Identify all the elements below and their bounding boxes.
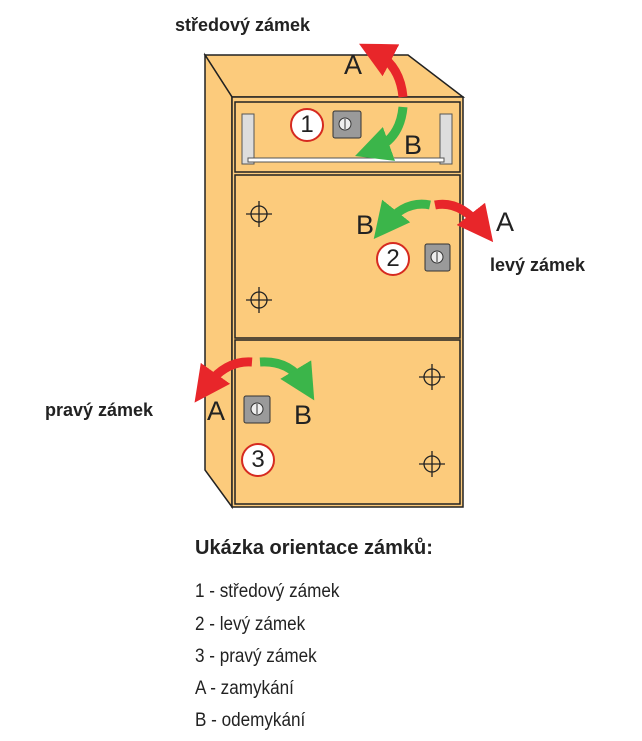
label-right-lock: pravý zámek bbox=[45, 400, 154, 420]
legend-title: Ukázka orientace zámků: bbox=[195, 537, 433, 559]
crosshair-icons bbox=[246, 201, 445, 477]
arrow-a-right bbox=[194, 357, 253, 403]
rail-left bbox=[241, 113, 255, 165]
arrow-b-left bbox=[373, 199, 431, 240]
lock-1-icon bbox=[332, 110, 362, 139]
arrow-b-center bbox=[355, 106, 408, 161]
letter-a-center: A bbox=[344, 50, 363, 80]
drawer-bottom bbox=[234, 339, 461, 505]
legend-item: 2 - levý zámek bbox=[195, 614, 306, 635]
letter-a-right: A bbox=[207, 396, 226, 426]
marker-3: 3 bbox=[241, 443, 275, 477]
lock-2-icon bbox=[424, 243, 451, 272]
legend-item: 3 - pravý zámek bbox=[195, 646, 317, 667]
arrow-a-left bbox=[434, 199, 494, 243]
cabinet-side bbox=[204, 52, 233, 510]
lock-3-icon bbox=[243, 395, 271, 424]
label-left-lock: levý zámek bbox=[490, 255, 586, 275]
letter-b-left: B bbox=[356, 210, 375, 240]
marker-1: 1 bbox=[290, 108, 324, 142]
rail-bar bbox=[247, 157, 445, 163]
letter-b-right: B bbox=[294, 400, 313, 430]
legend-item: 1 - středový zámek bbox=[195, 581, 340, 602]
legend-item: B - odemykání bbox=[195, 710, 306, 731]
letter-b-center: B bbox=[404, 130, 423, 160]
letter-a-left: A bbox=[496, 207, 515, 237]
arrow-b-right bbox=[259, 357, 315, 401]
rail-right bbox=[439, 113, 453, 165]
cabinet-top bbox=[203, 54, 466, 98]
legend-item: A - zamykání bbox=[195, 678, 294, 699]
arrow-a-center bbox=[359, 43, 408, 98]
marker-2: 2 bbox=[376, 242, 410, 276]
label-center-lock: středový zámek bbox=[175, 15, 311, 35]
